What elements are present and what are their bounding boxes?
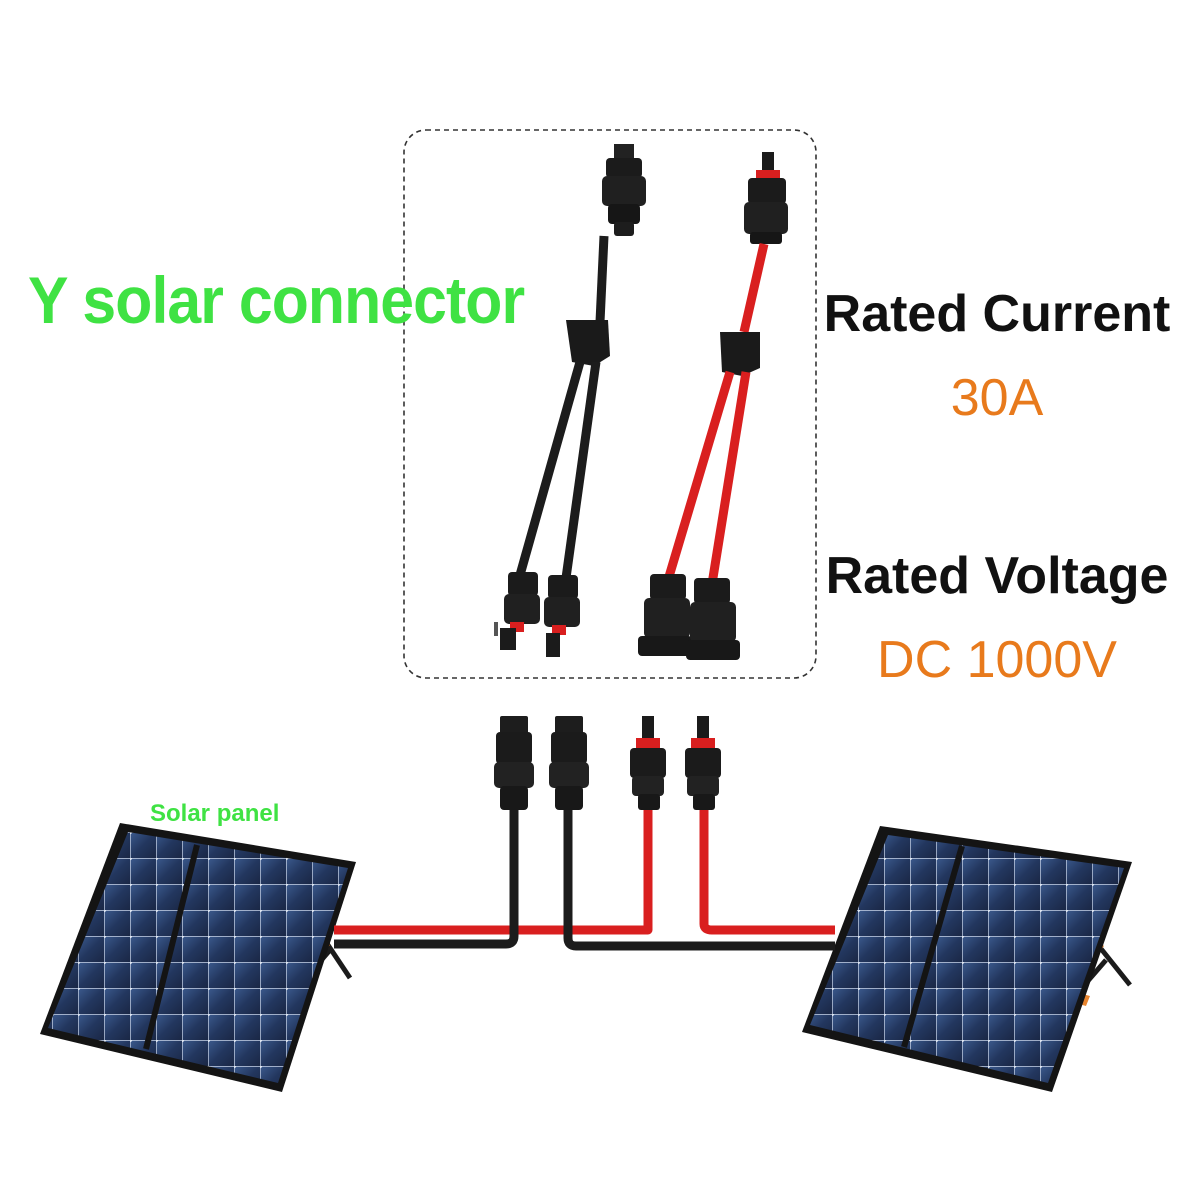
mc4-connector-icon [494, 716, 534, 810]
rated-current-label: Rated Current [823, 285, 1171, 343]
cable-run [334, 808, 835, 951]
rated-voltage-label: Rated Voltage [825, 547, 1169, 605]
product-frame [403, 129, 817, 679]
mc4-connector-icon [549, 716, 589, 810]
product-title: Y solar connector [28, 263, 525, 337]
y-branch-connector-negative-icon [494, 144, 646, 657]
solar-panel-icon [802, 826, 1132, 1092]
solar-panel-icon [40, 823, 356, 1092]
solar-panel-label: Solar panel [150, 800, 280, 827]
y-branch-connector-positive-icon [638, 152, 788, 660]
rated-voltage-value: DC 1000V [877, 631, 1117, 689]
rated-current-value: 30A [950, 369, 1044, 427]
mc4-connector-icon [630, 716, 666, 810]
mc4-connector-icon [685, 716, 721, 810]
